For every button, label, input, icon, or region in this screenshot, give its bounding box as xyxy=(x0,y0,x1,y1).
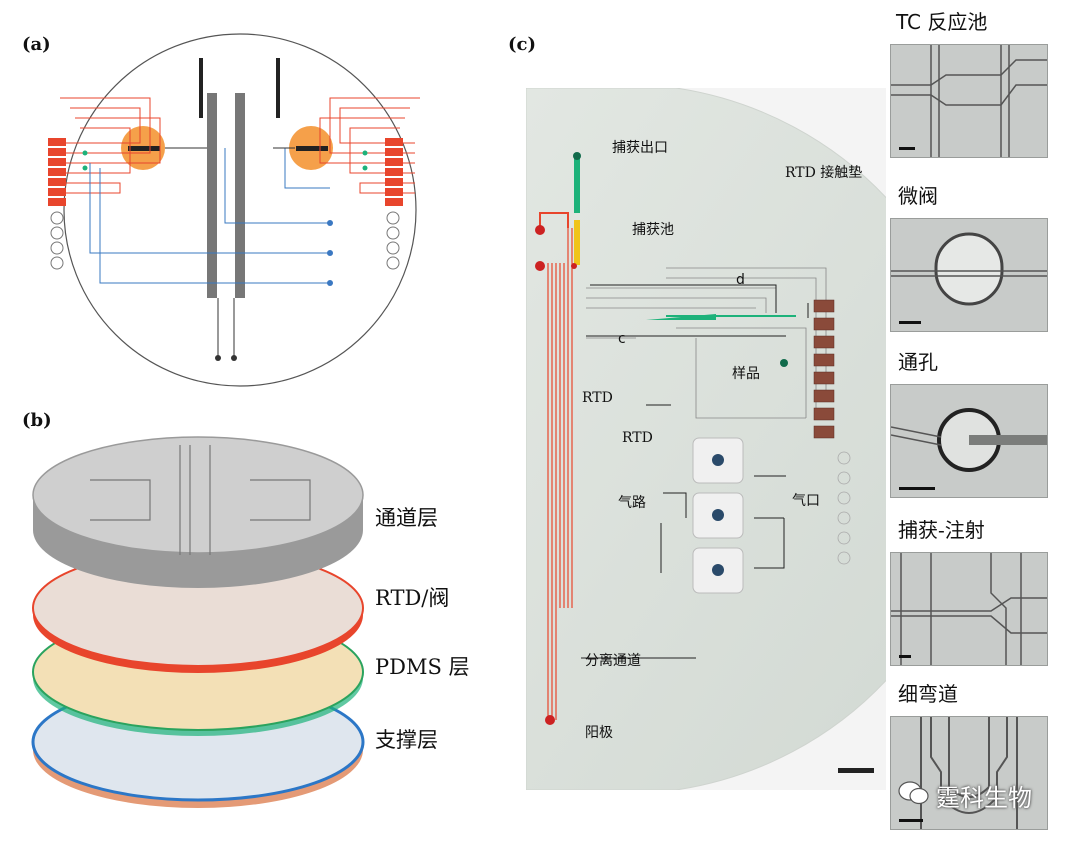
label-gas-port: 气口 xyxy=(792,493,820,509)
thumb-title-fine-curve: 细弯道 xyxy=(898,682,958,706)
panel-b-label: (b) xyxy=(22,410,52,431)
thumb-title-via: 通孔 xyxy=(898,350,938,374)
thumb-title-microvalve: 微阀 xyxy=(898,184,938,208)
thumb-via xyxy=(890,384,1048,498)
thumb-capture-inject xyxy=(890,552,1048,666)
watermark-text: 霆科生物 xyxy=(936,784,1032,812)
thumb-title-capture-inject: 捕获-注射 xyxy=(898,518,985,542)
label-separation-channel: 分离通道 xyxy=(585,653,641,669)
thumb-title-tc-chamber: TC 反应池 xyxy=(896,10,988,34)
panel-b-exploded-layers xyxy=(31,436,365,808)
label-c: c xyxy=(618,331,626,347)
label-capture-pool: 捕获池 xyxy=(632,222,674,238)
label-gas-path: 气路 xyxy=(618,495,646,511)
label-capture-outlet: 捕获出口 xyxy=(612,140,668,156)
wechat-icon xyxy=(898,780,930,806)
label-sample: 样品 xyxy=(732,366,760,382)
thumb-tc-chamber xyxy=(890,44,1048,158)
layer-label-rtd-valve: RTD/阀 xyxy=(375,586,450,610)
panel-c-chip-photo xyxy=(526,88,886,790)
panel-c-label: (c) xyxy=(508,34,536,55)
panel-a-diagram xyxy=(48,33,420,387)
layer-label-support: 支撑层 xyxy=(375,728,438,752)
label-d: d xyxy=(736,272,745,288)
label-rtd-1: RTD xyxy=(582,390,613,406)
layer-label-channel: 通道层 xyxy=(375,506,438,530)
thumb-fine-curve xyxy=(890,716,1048,830)
label-anode: 阳极 xyxy=(585,725,613,741)
label-rtd-2: RTD xyxy=(622,430,653,446)
layer-label-pdms: PDMS 层 xyxy=(375,655,470,679)
label-rtd-pad: RTD 接触垫 xyxy=(785,165,863,181)
panel-a-label: (a) xyxy=(22,34,51,55)
thumb-microvalve xyxy=(890,218,1048,332)
